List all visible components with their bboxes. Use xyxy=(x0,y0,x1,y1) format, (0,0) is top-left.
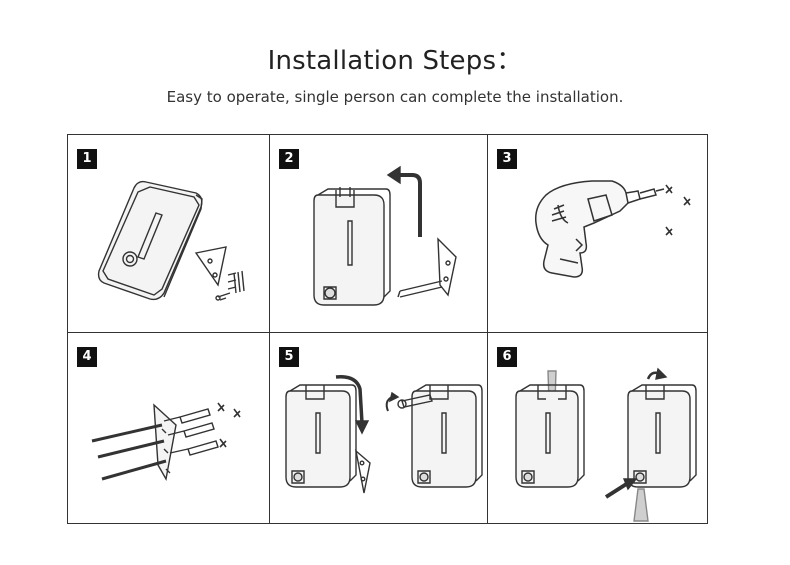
remove-bracket-icon xyxy=(313,165,457,306)
fill-and-lock-icon xyxy=(515,367,697,522)
step-5-cell: 5 xyxy=(270,333,487,525)
step-6-cell: 6 xyxy=(488,333,709,525)
steps-grid: 1 2 xyxy=(67,134,708,524)
step-number-badge: 6 xyxy=(497,347,517,367)
screws-anchors-icon xyxy=(91,402,241,482)
page-subtitle: Easy to operate, single person can compl… xyxy=(166,88,624,106)
grid-divider xyxy=(487,135,488,523)
dispenser-and-bracket-icon xyxy=(97,180,245,301)
step-4-cell: 4 xyxy=(68,333,269,525)
drill-icon xyxy=(534,180,691,278)
grid-divider xyxy=(269,135,270,523)
step-3-cell: 3 xyxy=(488,135,709,332)
mount-dispenser-icon xyxy=(285,375,483,494)
page-title: Installation Steps： xyxy=(267,46,523,76)
step-number-badge: 5 xyxy=(279,347,299,367)
step-2-cell: 2 xyxy=(270,135,487,332)
step-number-badge: 4 xyxy=(77,347,97,367)
step-number-badge: 1 xyxy=(77,149,97,169)
grid-divider xyxy=(68,332,707,333)
step-number-badge: 3 xyxy=(497,149,517,169)
step-number-badge: 2 xyxy=(279,149,299,169)
step-1-cell: 1 xyxy=(68,135,269,332)
